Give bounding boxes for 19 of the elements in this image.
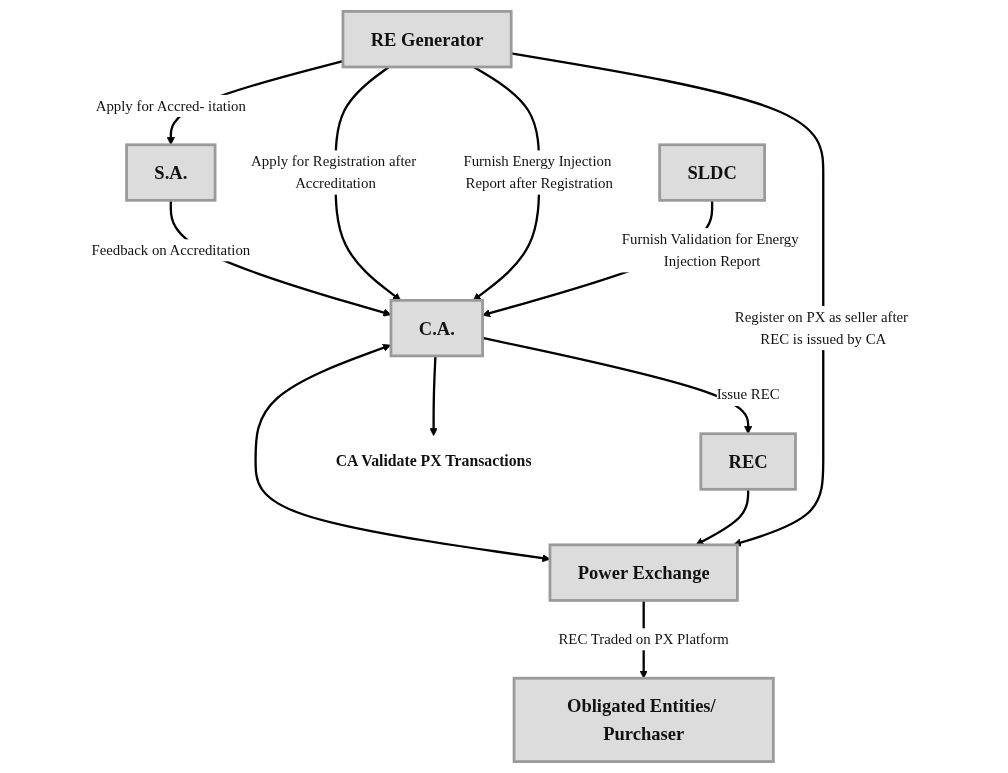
- edge-label: Furnish Validation for Energy Injection Report: [622, 230, 800, 269]
- edge-label: Register on PX as seller after REC is issued by CA: [735, 308, 909, 347]
- edge-label: Apply for Accred- itation: [96, 97, 247, 114]
- edge-label: Apply for Registration after Accreditation: [251, 153, 417, 192]
- node-box: S.A.: [125, 143, 217, 202]
- node-text: CA Validate PX Transactions: [336, 452, 532, 471]
- edge-label: REC Traded on PX Platform: [558, 630, 730, 647]
- edge-label: Furnish Energy Injection Report after Registration: [463, 153, 614, 192]
- node-box: REC: [699, 432, 798, 491]
- node-box: C.A.: [389, 298, 485, 358]
- node-box: RE Generator: [341, 10, 513, 69]
- arrow: [429, 355, 439, 437]
- node-box: Obligated Entities/ Purchaser: [513, 676, 776, 763]
- node-box: Power Exchange: [548, 543, 740, 602]
- edge-label: Issue REC: [717, 386, 780, 403]
- edge-label: Feedback on Accreditation: [91, 242, 251, 258]
- arrow: [511, 52, 825, 547]
- node-box: SLDC: [658, 143, 767, 202]
- arrow: [254, 343, 551, 563]
